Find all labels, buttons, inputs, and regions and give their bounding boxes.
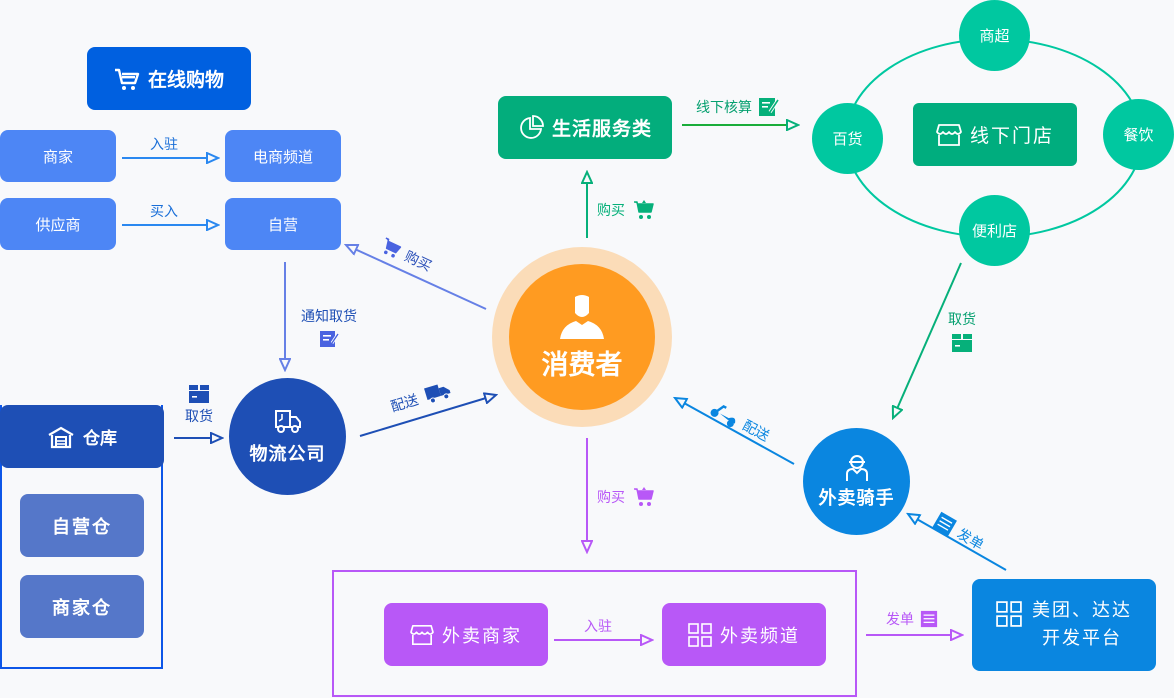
pie-chart-icon <box>520 114 544 139</box>
store-icon <box>936 123 962 146</box>
dispatch-label: 发单 <box>886 612 914 628</box>
offline-node-supermarket[interactable]: 商超 <box>959 0 1030 71</box>
rider-node[interactable]: 外卖骑手 <box>803 428 910 535</box>
pickup-label: 取货 <box>185 409 213 425</box>
platform-dispatch-annotation: 发单 <box>931 510 988 554</box>
offline-node-label: 百货 <box>832 130 863 148</box>
online-shopping-label: 在线购物 <box>147 69 224 91</box>
offline-store-label: 线下门店 <box>969 125 1054 147</box>
warehouse-pickup-annotation: 取货 <box>176 383 222 426</box>
list-icon <box>932 511 957 537</box>
warehouse-title: 仓库 <box>83 429 117 449</box>
pickup-label: 取货 <box>948 312 976 328</box>
package-icon <box>189 385 209 403</box>
self-operated-label: 自营 <box>267 215 298 234</box>
consumer-label: 消费者 <box>541 349 623 381</box>
logistics-company-label: 物流公司 <box>249 443 326 465</box>
warehouse-icon <box>48 426 74 448</box>
warehouse-header[interactable]: 仓库 <box>0 405 164 468</box>
takeout-dispatch-annotation: 发单 <box>886 609 938 629</box>
takeout-settle-label: 入驻 <box>584 619 612 635</box>
takeout-merchant-node[interactable]: 外卖商家 <box>384 603 548 666</box>
notify-pickup-label: 通知取货 <box>301 309 357 325</box>
purchase-label: 购买 <box>597 490 625 506</box>
warehouse-item-label: 商家仓 <box>52 597 112 619</box>
cart-icon <box>634 200 654 219</box>
arrow-offline-to-rider <box>893 262 962 418</box>
settle-label: 入驻 <box>150 137 178 153</box>
offline-store-center[interactable]: 线下门店 <box>913 103 1077 166</box>
rider-label: 外卖骑手 <box>818 487 895 509</box>
platform-node[interactable]: 美团、达达 开发平台 <box>972 579 1156 671</box>
offline-node-label: 商超 <box>979 27 1010 45</box>
arrow-rider-to-consumer <box>675 398 795 465</box>
platform-label-line2: 开发平台 <box>1042 628 1122 649</box>
truck-icon <box>424 384 451 404</box>
purchase-label: 购买 <box>597 203 625 219</box>
takeout-channel-label: 外卖频道 <box>720 625 800 647</box>
offline-pickup-annotation: 取货 <box>942 309 982 352</box>
package-icon <box>952 334 972 352</box>
merchant-label: 商家 <box>42 147 73 166</box>
merchant-node[interactable]: 商家 <box>0 130 116 182</box>
offline-settle-label: 线下核算 <box>696 100 752 116</box>
purchase-takeout-annotation: 购买 <box>597 487 655 507</box>
supplier-node[interactable]: 供应商 <box>0 198 116 250</box>
arrow-consumer-to-self <box>346 245 487 310</box>
ecommerce-channel-node[interactable]: 电商频道 <box>225 130 341 182</box>
cart-icon <box>384 237 402 258</box>
online-shopping-title[interactable]: 在线购物 <box>87 47 251 110</box>
purchase-life-annotation: 购买 <box>597 200 655 220</box>
self-operated-node[interactable]: 自营 <box>225 198 341 250</box>
offline-node-label: 便利店 <box>971 222 1017 240</box>
takeout-merchant-label: 外卖商家 <box>442 625 522 647</box>
rider-icon <box>845 454 868 481</box>
grid-icon <box>996 601 1022 627</box>
offline-node-label: 餐饮 <box>1123 126 1154 144</box>
consumer-node[interactable]: 消费者 <box>509 264 655 410</box>
store-icon <box>410 624 434 645</box>
cart-icon <box>114 68 140 90</box>
offline-node-department[interactable]: 百货 <box>812 103 883 174</box>
edit-doc-icon <box>320 331 340 347</box>
grid-icon <box>688 622 712 647</box>
takeout-group <box>332 570 857 697</box>
notify-pickup-annotation: 通知取货 <box>296 306 362 353</box>
rider-deliver-annotation: 配送 <box>707 398 773 446</box>
life-service-label: 生活服务类 <box>551 118 652 140</box>
warehouse-item-merchant[interactable]: 商家仓 <box>20 575 144 638</box>
warehouse-item-self[interactable]: 自营仓 <box>20 494 144 557</box>
offline-node-convenience[interactable]: 便利店 <box>959 195 1030 266</box>
offline-settle-annotation: 线下核算 <box>696 97 780 117</box>
warehouse-item-label: 自营仓 <box>52 516 112 538</box>
logistics-deliver-annotation: 配送 <box>388 379 453 416</box>
supplier-label: 供应商 <box>35 215 81 234</box>
offline-node-catering[interactable]: 餐饮 <box>1103 99 1174 170</box>
edit-doc-icon <box>759 98 780 116</box>
truck-icon <box>274 409 301 433</box>
scooter-icon <box>710 404 736 428</box>
user-icon <box>560 294 604 339</box>
life-service-node[interactable]: 生活服务类 <box>498 96 672 159</box>
ecommerce-channel-label: 电商频道 <box>252 147 313 166</box>
warehouse-group <box>0 405 163 669</box>
cart-icon <box>634 487 654 506</box>
platform-label-line1: 美团、达达 <box>1032 600 1132 621</box>
arrow-platform-to-rider <box>908 514 1007 571</box>
buy-in-label: 买入 <box>150 204 178 220</box>
logistics-company-node[interactable]: 物流公司 <box>229 378 346 495</box>
purchase-self-annotation: 购买 <box>378 235 435 276</box>
arrow-logistics-to-consumer <box>359 395 496 437</box>
takeout-channel-node[interactable]: 外卖频道 <box>662 603 826 666</box>
list-icon <box>920 610 938 628</box>
